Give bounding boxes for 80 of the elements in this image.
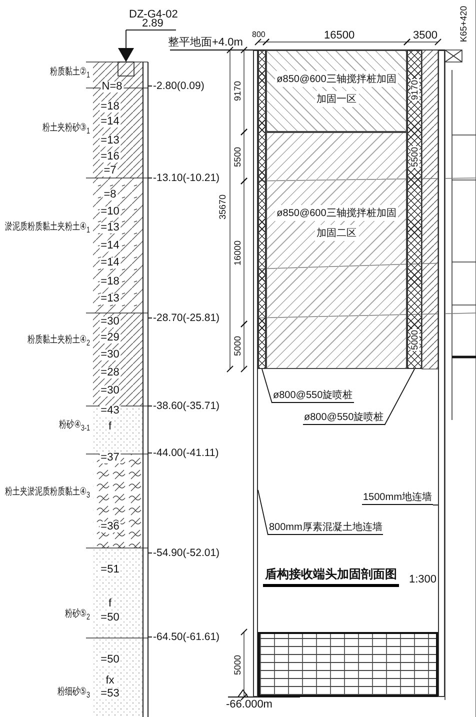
- dimension-value: 9170: [410, 78, 420, 102]
- spt-value: N=8: [100, 82, 124, 92]
- elevation-value: 2.89: [142, 18, 164, 30]
- spt-value: =51: [100, 564, 120, 576]
- leader-label: ø800@550旋喷桩: [272, 389, 354, 403]
- dimension-value: 5000: [234, 654, 242, 676]
- spt-value: f: [107, 422, 113, 432]
- depth-label: -28.70(-25.81): [153, 312, 220, 324]
- zone-description: ø850@600三轴搅拌桩加固: [274, 205, 398, 221]
- spt-value: =28: [100, 368, 120, 378]
- soil-layer-name: 粉质黏土夹粉土④$_{2}$: [27, 335, 90, 347]
- soil-layer-name: 粉土夹粉砂③$_{1}$: [42, 123, 90, 135]
- scale-label: 1:300: [409, 574, 437, 586]
- zone-name: 加固二区: [314, 225, 358, 241]
- spt-value: =18: [100, 102, 120, 112]
- dimension-value: 16500: [324, 30, 355, 42]
- zone-name: 加固一区: [314, 91, 358, 107]
- diaphragm-wall: [253, 50, 258, 697]
- soil-layer-name: 粉砂⑤$_{2}$: [64, 609, 90, 621]
- spt-value: =30: [100, 350, 120, 360]
- dimension-value: 800: [252, 31, 266, 39]
- dimension-value: 16000: [234, 239, 242, 267]
- spt-value: =36: [100, 522, 120, 532]
- depth-label: -38.60(-35.71): [153, 400, 220, 412]
- spt-value: =43: [100, 406, 120, 416]
- soil-layer-name: 淤泥质粉质黏土夹粉土④$_{1}$: [4, 222, 90, 234]
- leader-line: [432, 504, 438, 506]
- spt-value: =30: [100, 316, 120, 328]
- depth-label: -2.80(0.09): [153, 80, 204, 92]
- reinforcement-band: [258, 632, 438, 697]
- spt-value: =37: [100, 452, 120, 464]
- spt-value: =13: [100, 294, 120, 304]
- spt-value: =29: [100, 332, 120, 344]
- dimension-value: 5000: [410, 328, 420, 352]
- zone-description: ø850@600三轴搅拌桩加固: [274, 71, 398, 87]
- leader-label: ø800@550旋喷桩: [303, 411, 385, 425]
- jet-grout-pile-strip: [407, 50, 422, 369]
- spt-value: =8: [102, 190, 118, 200]
- spt-value: f: [107, 598, 113, 610]
- soil-layer-name: 粉砂④$_{3-1}$: [59, 420, 90, 432]
- spt-value: =13: [100, 136, 120, 146]
- depth-label: -64.50(-61.61): [153, 632, 220, 642]
- dimension-value: 9170: [234, 80, 242, 102]
- leader-line: [262, 368, 272, 404]
- spt-value: =7: [102, 166, 118, 176]
- leader-label: 800mm厚素混凝土地连墙: [268, 521, 384, 535]
- dimension-value: 5000: [234, 334, 242, 358]
- jet-grout-pile-strip: [258, 50, 266, 369]
- reinforcement-zone: [266, 132, 407, 369]
- dimension-value: 35670: [218, 193, 228, 221]
- spt-value: =13: [100, 222, 120, 234]
- soil-layer-name: 粉质黏土②$_{1}$: [50, 67, 90, 79]
- spt-value: =30: [100, 386, 120, 396]
- depth-label: -44.00(-41.11): [153, 448, 219, 458]
- leader-line: [258, 490, 268, 536]
- spt-value: =50: [100, 612, 120, 624]
- soil-layer-name: 粉土夹淤泥质粉质黏土④$_{3}$: [4, 487, 90, 499]
- dimension-value: 5500: [410, 146, 420, 168]
- drawing-title: 盾构接收端头加固剖面图: [263, 566, 399, 587]
- spt-value: fx: [104, 676, 116, 686]
- soil-layer-name: 粉细砂⑤$_{3}$: [57, 687, 90, 699]
- chainage-label: K65+420: [460, 4, 468, 44]
- spt-value: =10: [100, 206, 120, 218]
- spt-value: =18: [100, 276, 120, 288]
- reinforcement-zone: [266, 50, 407, 132]
- leader-label: 1500mm地连墙: [362, 491, 433, 505]
- depth-label: -13.10(-10.21): [153, 172, 220, 184]
- elevation-value: -66.000m: [226, 700, 272, 710]
- spt-value: =53: [100, 688, 120, 700]
- ground-level-label: 整平地面+4.0m: [168, 38, 243, 48]
- spt-value: =14: [100, 240, 120, 252]
- depth-label: -54.90(-52.01): [153, 548, 220, 558]
- spt-value: =14: [100, 116, 120, 128]
- dimension-value: 3500: [413, 30, 438, 42]
- spt-value: =50: [100, 654, 120, 666]
- dimension-value: 5500: [234, 146, 242, 168]
- diaphragm-wall: [438, 50, 445, 697]
- leader-line: [384, 368, 415, 426]
- spt-value: =14: [100, 258, 120, 268]
- spt-value: =16: [100, 152, 120, 162]
